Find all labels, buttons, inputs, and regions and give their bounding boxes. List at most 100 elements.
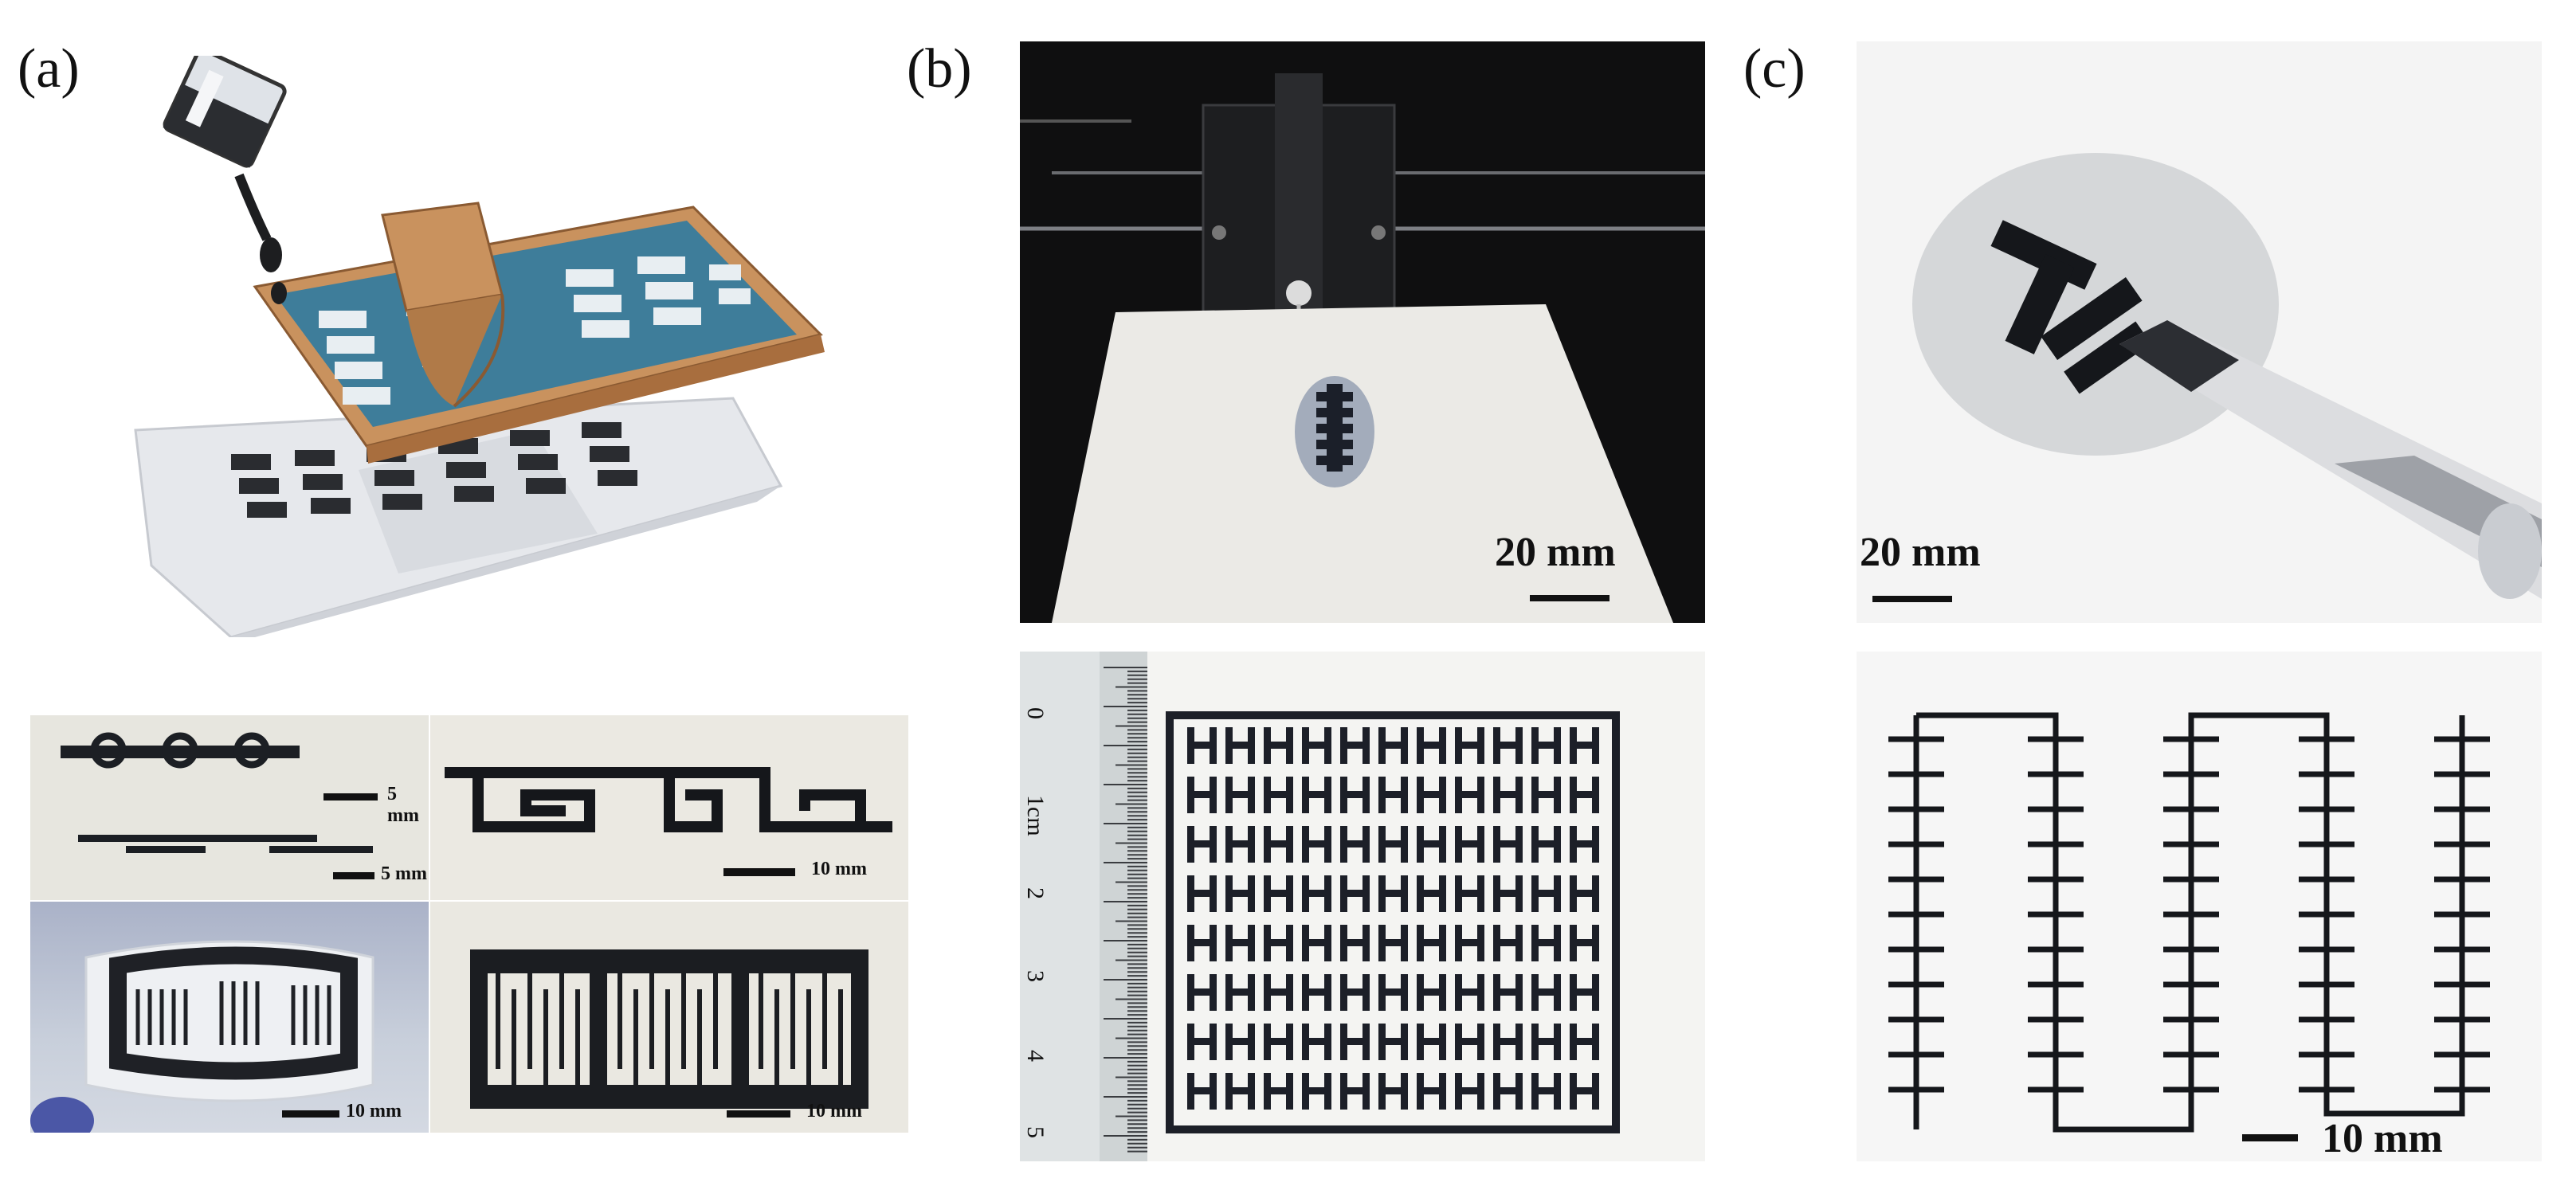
scale-bar-label: 5 mm xyxy=(387,784,419,826)
h-cell xyxy=(1264,826,1293,863)
h-cell xyxy=(1340,1024,1370,1060)
h-cell xyxy=(1225,826,1255,863)
h-cell xyxy=(1570,727,1599,764)
h-cell xyxy=(1340,1073,1370,1110)
h-cell xyxy=(1302,974,1331,1011)
h-cell xyxy=(1493,727,1523,764)
h-cell xyxy=(1378,875,1408,912)
ruler-label: 1cm xyxy=(1022,795,1049,836)
h-cell xyxy=(1493,875,1523,912)
h-cell xyxy=(1225,875,1255,912)
panel-label-c: (c) xyxy=(1743,38,1806,100)
photo-b-printer: 20 mm xyxy=(1020,41,1705,623)
h-cell xyxy=(1378,826,1408,863)
h-cell xyxy=(1340,875,1370,912)
h-cell xyxy=(1340,777,1370,813)
h-cell xyxy=(1187,727,1217,764)
h-cell xyxy=(1531,1024,1561,1060)
h-cell xyxy=(1455,777,1484,813)
scale-bar-label: 10 mm xyxy=(346,1101,402,1121)
h-cell xyxy=(1455,974,1484,1011)
h-cell xyxy=(1378,727,1408,764)
h-cell xyxy=(1493,1024,1523,1060)
h-cell xyxy=(1417,826,1446,863)
h-cell xyxy=(1531,727,1561,764)
h-cell xyxy=(1570,1024,1599,1060)
screen-printing-illustration xyxy=(120,48,837,639)
h-cell xyxy=(1570,826,1599,863)
h-cell xyxy=(1225,925,1255,961)
h-cell xyxy=(1417,974,1446,1011)
h-cell xyxy=(1302,925,1331,961)
h-cell xyxy=(1264,974,1293,1011)
h-cell xyxy=(1302,875,1331,912)
h-cell xyxy=(1225,727,1255,764)
h-cell xyxy=(1531,826,1561,863)
h-cell xyxy=(1187,875,1217,912)
h-cell xyxy=(1417,1024,1446,1060)
h-cell xyxy=(1378,1024,1408,1060)
photo-c-meander: 10 mm xyxy=(1857,652,2542,1161)
h-cell xyxy=(1225,777,1255,813)
h-cell xyxy=(1225,1024,1255,1060)
h-cell xyxy=(1455,1073,1484,1110)
h-cell xyxy=(1455,727,1484,764)
h-cell xyxy=(1264,727,1293,764)
h-cell xyxy=(1531,777,1561,813)
h-cell xyxy=(1187,1024,1217,1060)
h-cell xyxy=(1302,727,1331,764)
h-cell xyxy=(1264,875,1293,912)
h-cell xyxy=(1531,1073,1561,1110)
scale-bar-label: 10 mm xyxy=(806,1101,862,1121)
scale-bar-label: 10 mm xyxy=(811,859,867,879)
photo-a-lines: 5 mm 5 mm xyxy=(30,715,429,900)
h-cell xyxy=(1187,925,1217,961)
h-cell xyxy=(1493,974,1523,1011)
h-cell xyxy=(1264,1024,1293,1060)
h-cell xyxy=(1187,826,1217,863)
scale-bar-label: 5 mm xyxy=(381,863,427,884)
h-cell xyxy=(1378,974,1408,1011)
ruler-label: 2 xyxy=(1022,887,1049,899)
h-cell xyxy=(1570,1073,1599,1110)
h-cell xyxy=(1493,925,1523,961)
h-cell xyxy=(1378,1073,1408,1110)
h-cell xyxy=(1340,727,1370,764)
h-cell xyxy=(1340,826,1370,863)
h-cell xyxy=(1302,777,1331,813)
h-cell xyxy=(1570,974,1599,1011)
h-cell xyxy=(1187,1073,1217,1110)
h-cell xyxy=(1531,875,1561,912)
ruler-label: 0 xyxy=(1022,707,1049,719)
h-cell xyxy=(1187,974,1217,1011)
h-cell xyxy=(1340,925,1370,961)
h-cell xyxy=(1340,974,1370,1011)
h-cell xyxy=(1264,1073,1293,1110)
h-cell xyxy=(1225,1073,1255,1110)
scale-bar-label: 20 mm xyxy=(1495,530,1616,575)
photo-b-h-array: 0 1cm 2 3 4 5 xyxy=(1020,652,1705,1161)
photo-a-meander: 10 mm xyxy=(430,715,908,900)
h-cell xyxy=(1493,826,1523,863)
h-cell xyxy=(1417,777,1446,813)
panel-label-a: (a) xyxy=(18,38,80,100)
h-cell xyxy=(1455,925,1484,961)
photo-c-brush: 20 mm xyxy=(1857,41,2542,623)
h-cell xyxy=(1531,974,1561,1011)
h-cell xyxy=(1264,777,1293,813)
photo-a-interdigitated: 10 mm xyxy=(430,902,908,1133)
ruler-label: 5 xyxy=(1022,1126,1049,1138)
ruler-label: 4 xyxy=(1022,1050,1049,1062)
h-cell xyxy=(1302,1073,1331,1110)
h-cell xyxy=(1455,826,1484,863)
scale-bar-label: 10 mm xyxy=(2322,1116,2443,1161)
ruler-label: 3 xyxy=(1022,970,1049,982)
h-cell xyxy=(1187,777,1217,813)
scale-bar-label: 20 mm xyxy=(1860,530,1981,575)
h-cell xyxy=(1570,777,1599,813)
h-cell xyxy=(1417,925,1446,961)
h-cell xyxy=(1531,925,1561,961)
h-cell xyxy=(1455,875,1484,912)
h-cell xyxy=(1493,777,1523,813)
h-cell xyxy=(1417,875,1446,912)
